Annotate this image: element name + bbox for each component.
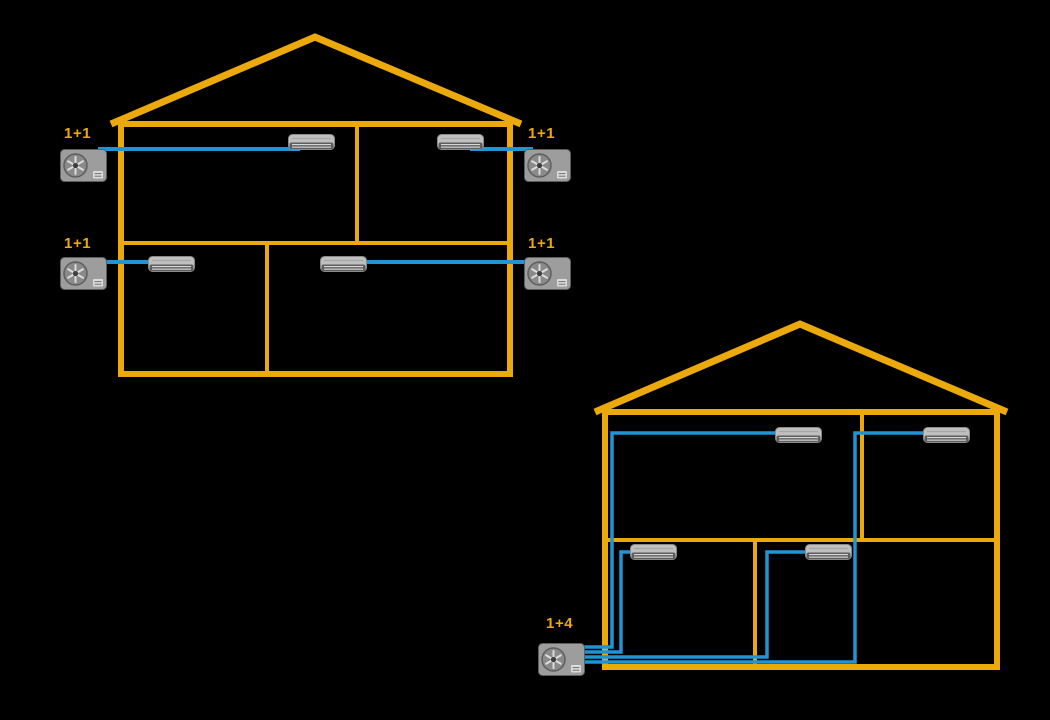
indoor-unit-right-2: [922, 426, 971, 444]
outdoor-unit-left-3-label: 1+1: [64, 235, 92, 252]
left-house-roof: [109, 33, 523, 128]
indoor-unit-right-4: [804, 543, 853, 561]
indoor-unit-right-1: [774, 426, 823, 444]
left-house: [109, 33, 523, 377]
outdoor-unit-left-2: [523, 148, 572, 183]
right-house-roof: [593, 320, 1009, 416]
indoor-unit-left-2: [436, 133, 485, 151]
outdoor-unit-left-2-label: 1+1: [528, 125, 556, 142]
outdoor-unit-left-3: [59, 256, 108, 291]
indoor-unit-right-3: [629, 543, 678, 561]
right-house: [593, 320, 1009, 670]
indoor-unit-left-1: [287, 133, 336, 151]
indoor-unit-left-4: [319, 255, 368, 273]
pipe-right-to-upper-right-unit: [582, 431, 932, 664]
pipe-right-to-upper-left-unit: [582, 431, 792, 649]
pipe-right-to-lower-right-unit: [582, 550, 812, 659]
outdoor-unit-right-1: [537, 642, 586, 677]
outdoor-unit-left-1: [59, 148, 108, 183]
left-house-exterior-walls: [118, 121, 513, 377]
left-house-units: [59, 133, 572, 291]
indoor-unit-left-3: [147, 255, 196, 273]
outdoor-unit-left-1-label: 1+1: [64, 125, 92, 142]
left-house-pipes: [98, 147, 533, 264]
outdoor-unit-left-4: [523, 256, 572, 291]
outdoor-unit-left-4-label: 1+1: [528, 235, 556, 252]
outdoor-unit-right-1-label: 1+4: [546, 615, 574, 632]
